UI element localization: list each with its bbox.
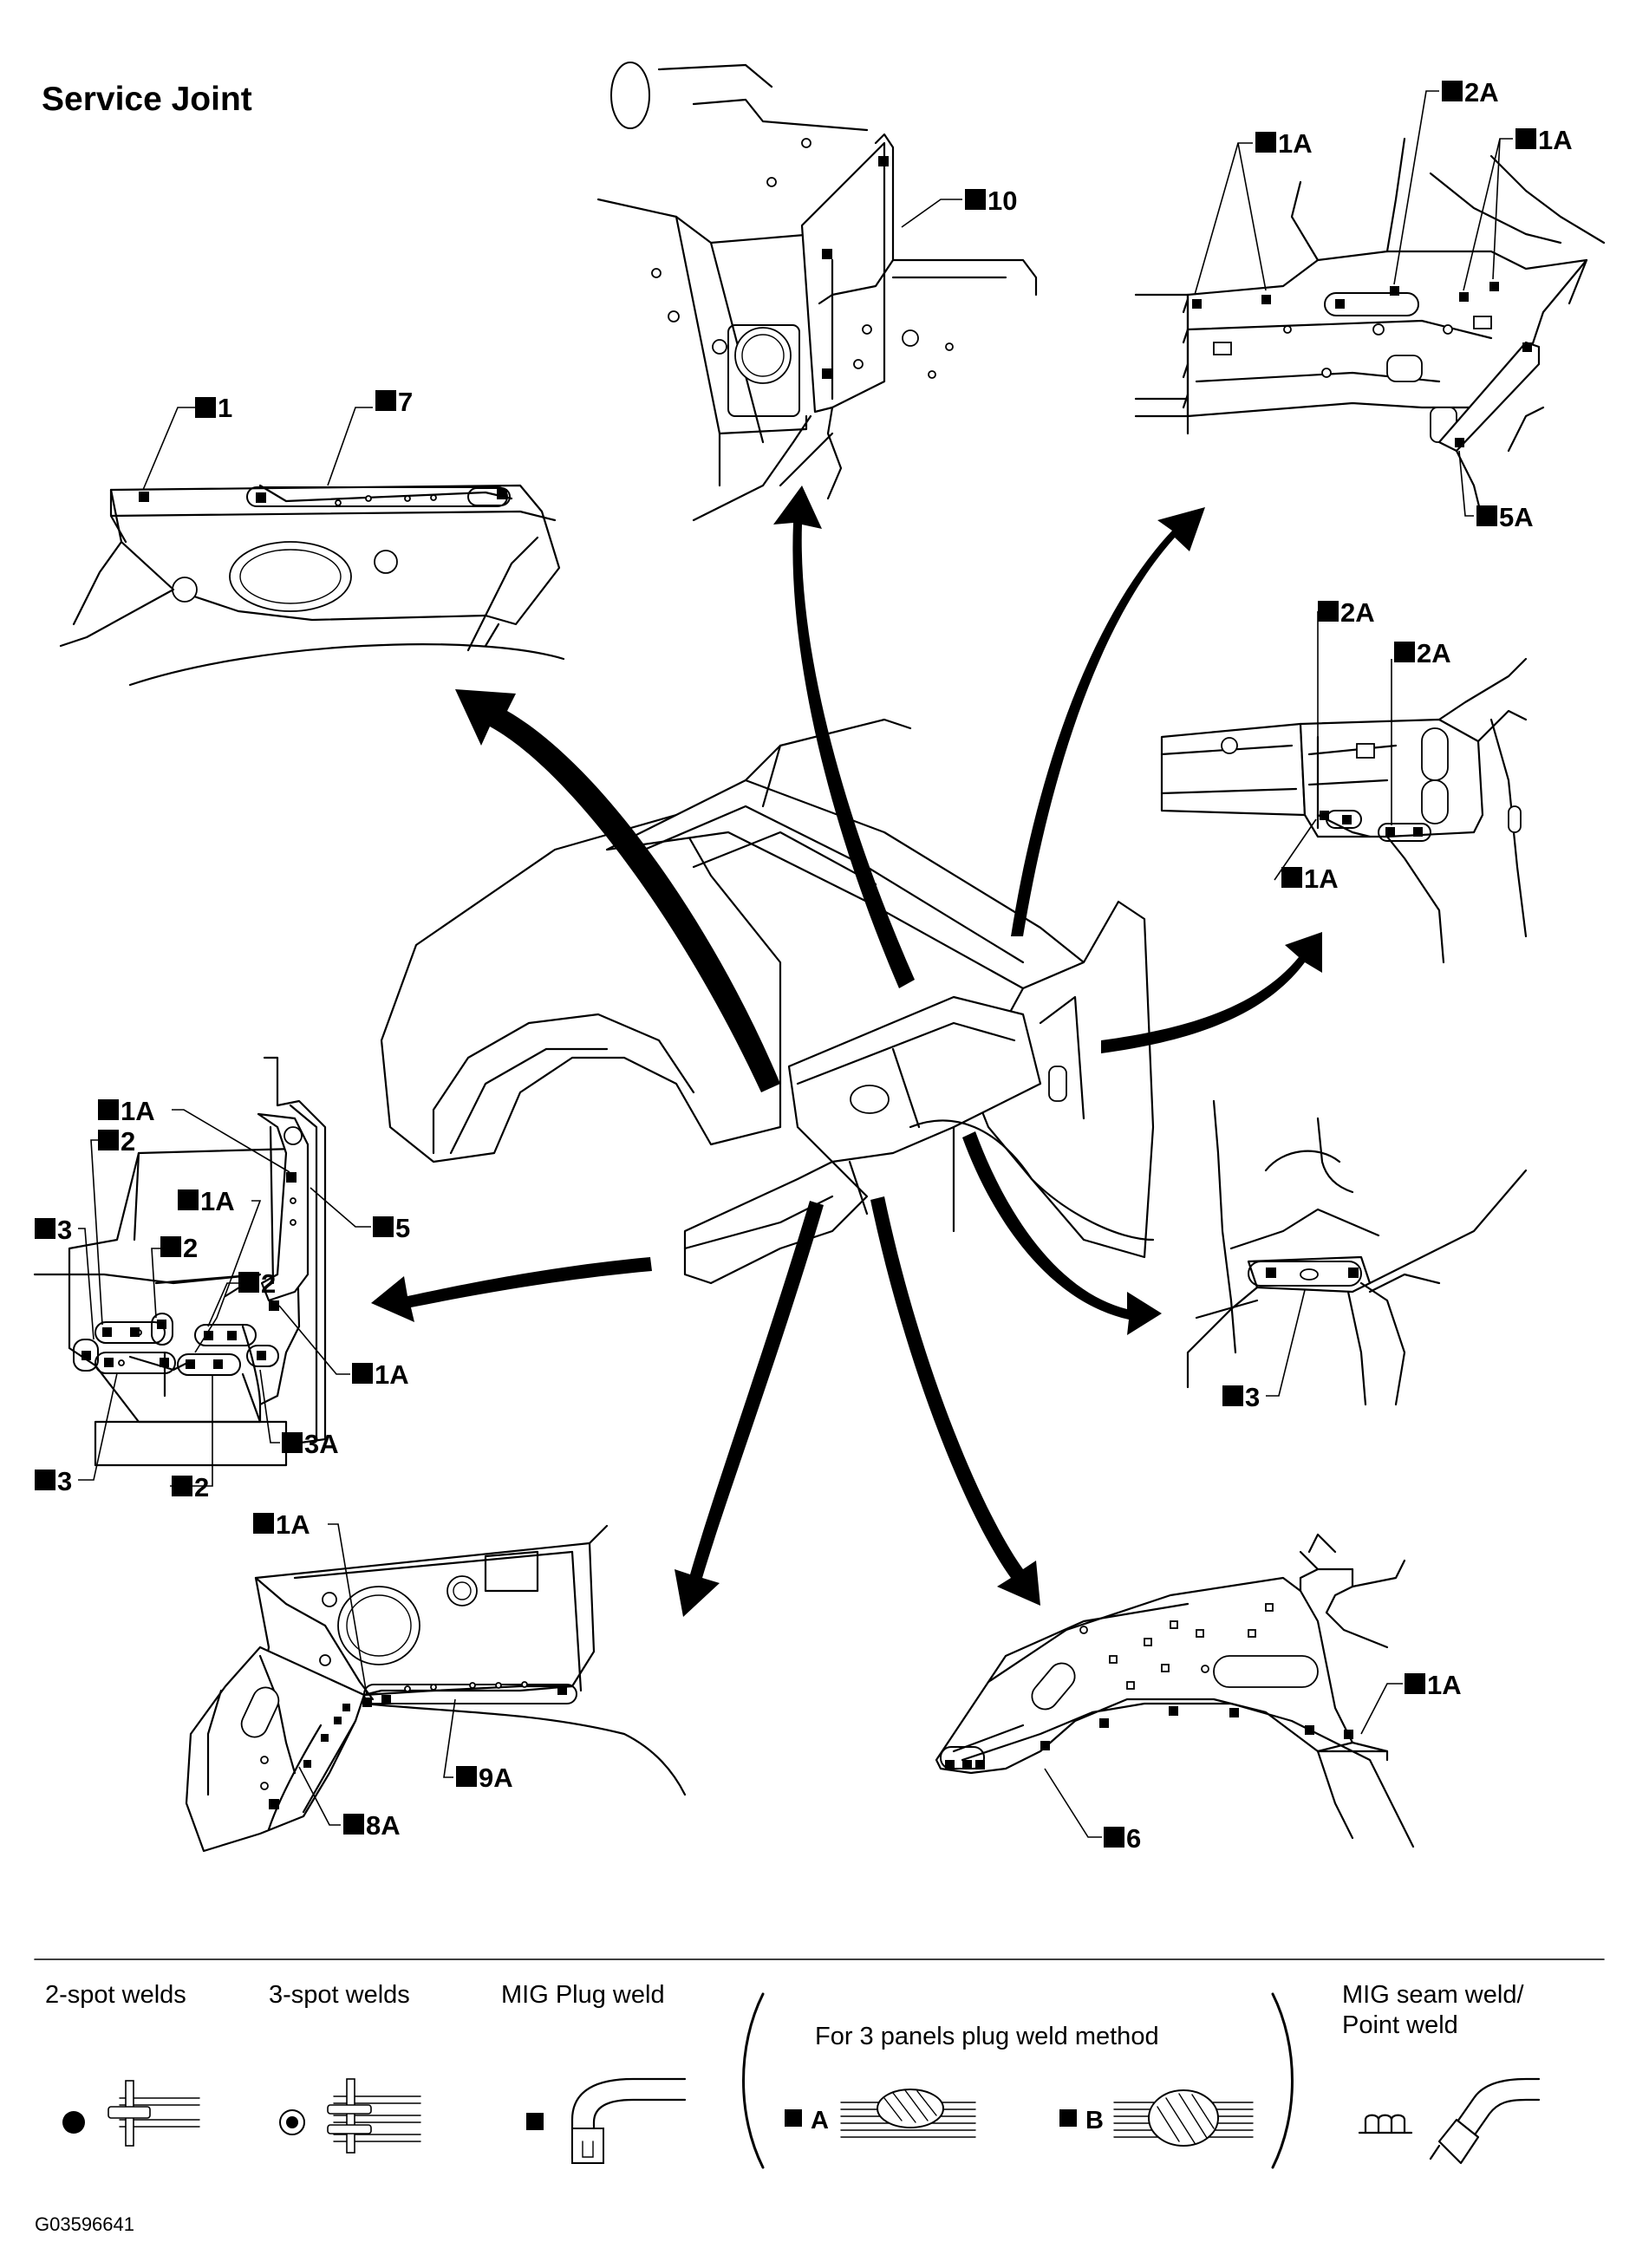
detail-top-right: 1A 2A 1A 5A [1134, 77, 1606, 532]
detail-top-left: 1 7 [59, 387, 565, 687]
label-3a-left: 3A [304, 1429, 339, 1459]
mig-seam-weld-icon [1358, 2077, 1541, 2165]
label-3-left-bottom: 3 [57, 1466, 72, 1496]
plug-weld-method-a-icon: A [785, 2089, 976, 2138]
label-7: 7 [398, 387, 413, 417]
detail-top-center: 10 [596, 62, 1038, 522]
label-6: 6 [1126, 1823, 1141, 1854]
detail-right-lower: 3 [1186, 1099, 1528, 1412]
label-1a-left-bottom: 1A [375, 1359, 409, 1390]
label-1a-top-right-right: 1A [1538, 125, 1573, 155]
legend-mig-plug-label: MIG Plug weld [501, 1981, 665, 2009]
legend-seam-label-line1: MIG seam weld/ [1342, 1981, 1524, 2009]
label-1: 1 [218, 393, 232, 423]
detail-bottom-left: 1A 9A 8A [185, 1509, 687, 1853]
label-1a-bottom-right: 1A [1427, 1670, 1462, 1700]
page-title: Service Joint [42, 81, 252, 118]
center-body-frame [380, 718, 1155, 1285]
label-1a-left-top: 1A [121, 1096, 155, 1126]
method-b-label: B [1085, 2107, 1104, 2134]
label-5a: 5A [1499, 502, 1534, 532]
figure-code: G03596641 [35, 2213, 134, 2235]
two-spot-weld-icon [62, 2080, 200, 2147]
label-2-left-bottom: 2 [194, 1472, 209, 1502]
plug-weld-method-b-icon: B [1059, 2089, 1254, 2147]
mig-plug-weld-icon [526, 2077, 687, 2164]
label-1a-top-right-left: 1A [1278, 128, 1313, 159]
callout-arrows [371, 486, 1322, 1617]
label-5-left: 5 [395, 1213, 410, 1243]
label-1a-left-mid: 1A [200, 1186, 235, 1216]
label-8a: 8A [366, 1810, 401, 1841]
weld-legend: 2-spot welds 3-spot welds MIG Plug weld … [34, 1958, 1605, 2169]
label-2a-mid-right-right: 2A [1417, 638, 1451, 668]
label-1a-mid-right: 1A [1304, 864, 1339, 894]
detail-mid-right: 2A 2A 1A [1160, 597, 1528, 964]
label-9a: 9A [479, 1763, 513, 1793]
label-2a-top-right: 2A [1464, 77, 1499, 108]
label-2-left-right: 2 [261, 1268, 276, 1299]
legend-seam-label-line2: Point weld [1342, 2011, 1458, 2039]
detail-bottom-right: 1A 6 [935, 1533, 1462, 1854]
label-2a-mid-right-left: 2A [1340, 597, 1375, 628]
legend-three-panels-label: For 3 panels plug weld method [815, 2023, 1159, 2050]
label-3-right: 3 [1245, 1382, 1260, 1412]
three-spot-weld-icon [279, 2078, 421, 2154]
method-a-label: A [811, 2107, 829, 2134]
detail-left: 1A 2 1A 3 2 2 5 1A 3A 3 2 [33, 1056, 410, 1502]
label-3-left-top: 3 [57, 1215, 72, 1245]
label-10: 10 [987, 186, 1017, 216]
legend-two-spot-label: 2-spot welds [45, 1981, 186, 2009]
label-1a-bottom-left: 1A [276, 1509, 310, 1540]
label-2-left-top: 2 [121, 1126, 135, 1157]
legend-three-spot-label: 3-spot welds [269, 1981, 410, 2009]
label-2-left-mid: 2 [183, 1233, 198, 1263]
